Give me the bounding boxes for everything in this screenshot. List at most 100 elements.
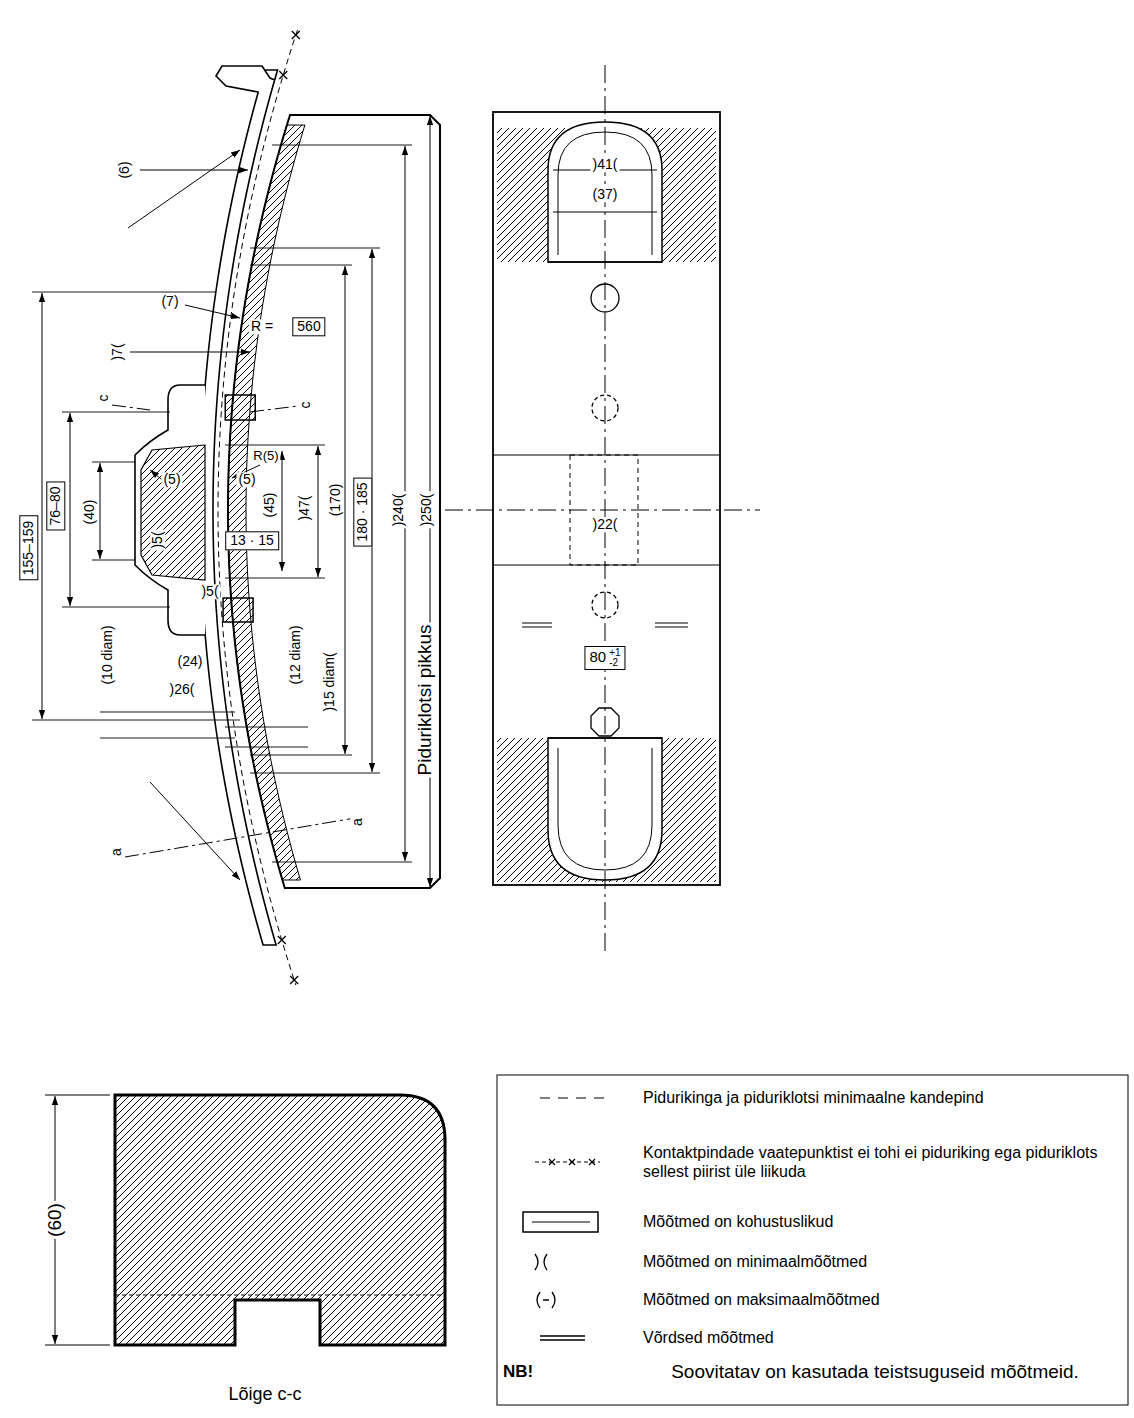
legend-sample: [535, 1254, 547, 1270]
tolerance-value: +1: [609, 648, 620, 658]
brake-block: [228, 115, 440, 888]
block-key: [223, 598, 253, 622]
extension-line: [62, 412, 170, 413]
dimension-label: (60): [45, 1201, 66, 1239]
extension-line: [45, 1345, 110, 1346]
tolerance-value: -2: [609, 658, 620, 668]
dimension-label: )5(: [199, 584, 220, 599]
leader-line: [150, 782, 240, 880]
extension-line: [32, 720, 240, 721]
dimension-label: Piduriklotsi pikkus: [415, 623, 436, 778]
dimension-label: (7): [159, 294, 180, 309]
extension-line: [225, 445, 325, 446]
limit-mark: [292, 31, 300, 39]
side-view: [32, 30, 440, 985]
extension-line: [272, 862, 412, 863]
edge: [548, 737, 662, 739]
dimension-value: 560: [297, 318, 320, 334]
section-line: [112, 405, 150, 410]
dimension-line: [282, 451, 283, 571]
section-line: [125, 818, 355, 857]
dimension-label: )15 diam(: [322, 650, 337, 713]
dimension-label: )22(: [591, 517, 620, 532]
dimension-label: R(5): [251, 449, 280, 463]
dimension-label: Lõige c-c: [226, 1385, 303, 1405]
extension-line: [92, 560, 135, 561]
dimension-label: (10 diam): [100, 623, 115, 686]
limit-mark: [290, 976, 298, 984]
front-view: [445, 65, 760, 955]
shoe-lug: [135, 385, 205, 635]
dimension-value: 80: [589, 648, 606, 665]
limit-mark: [279, 71, 287, 79]
dimension-value: 155–159: [20, 521, 36, 576]
dimension-line: [42, 293, 43, 719]
leader-line: [185, 305, 240, 318]
block-key: [225, 395, 255, 420]
dimension-label: )240(: [391, 492, 406, 529]
dimension-label: (45): [262, 491, 277, 520]
legend-sample: [535, 1159, 600, 1165]
legend-text: Mõõtmed on kohustuslikud: [643, 1212, 1113, 1231]
leader-line: [128, 150, 240, 228]
dimension-label: )47(: [297, 494, 312, 523]
extension-line: [32, 292, 215, 293]
legend-samples: [523, 1098, 612, 1340]
extension-line: [250, 248, 380, 249]
mandatory-dimension-box: 80+1-2: [584, 646, 625, 670]
dimension-label: a: [350, 816, 365, 828]
legend-sample: [537, 1292, 555, 1308]
hatch: [497, 738, 716, 882]
extension-line: [92, 462, 135, 463]
dimension-line: [70, 413, 71, 606]
leader-line: [130, 352, 250, 353]
dimension-value: 180 · 185: [354, 482, 370, 541]
mandatory-dimension-box: 155–159: [19, 516, 38, 581]
block-outline: [493, 112, 720, 885]
extension-line: [225, 578, 325, 579]
extension-line: [45, 1095, 110, 1096]
dimension-label: (12 diam): [288, 623, 303, 686]
hidden-line: [115, 1295, 445, 1296]
legend-text: Mõõtmed on minimaalmõõtmed: [643, 1252, 1113, 1271]
center-line: [445, 510, 760, 511]
extension-line: [225, 727, 308, 728]
extension-line: [225, 747, 308, 748]
dimension-label: )7(: [110, 341, 125, 362]
dimension-label: (5): [236, 472, 257, 487]
mandatory-dimension-box: 560: [292, 317, 325, 336]
dimension-value: 76–80: [47, 487, 63, 526]
extension-line: [272, 145, 412, 146]
extension-line: [250, 773, 380, 774]
limit-line: [218, 30, 297, 985]
leader-line: [140, 170, 248, 171]
section-line: [250, 406, 298, 412]
mandatory-dimension-box: 76–80: [46, 482, 65, 531]
dimension-label: )26(: [168, 682, 197, 697]
legend-sample: [540, 1336, 585, 1340]
dimension-label: )41(: [591, 157, 620, 172]
extension-line: [250, 265, 352, 266]
mandatory-dimension-box: 180 · 185: [353, 477, 372, 546]
dimension-label: NB!: [501, 1363, 535, 1382]
dimension-label: )250(: [419, 492, 434, 529]
dimension-label: Soovitatav on kasutada teistsuguseid mõõ…: [669, 1362, 1081, 1383]
dimension-label: (170): [328, 482, 343, 519]
dimension-label: c: [96, 393, 111, 404]
lug-section: [141, 445, 205, 580]
dimension-label: (24): [176, 654, 205, 669]
extension-line: [62, 607, 170, 608]
legend-text: Mõõtmed on maksimaalmõõtmed: [643, 1290, 1113, 1309]
section-shape: [115, 1095, 445, 1345]
dimension-line: [318, 446, 319, 577]
shoe-hook: [216, 66, 275, 92]
brake-shoe: [200, 70, 278, 945]
dimension-label: (37): [591, 187, 620, 202]
dimension-label: (5): [161, 472, 182, 487]
dimension-line: [345, 266, 346, 754]
dimension-line: [100, 463, 101, 559]
extension-line: [100, 738, 235, 739]
legend-sample: [523, 1212, 598, 1232]
